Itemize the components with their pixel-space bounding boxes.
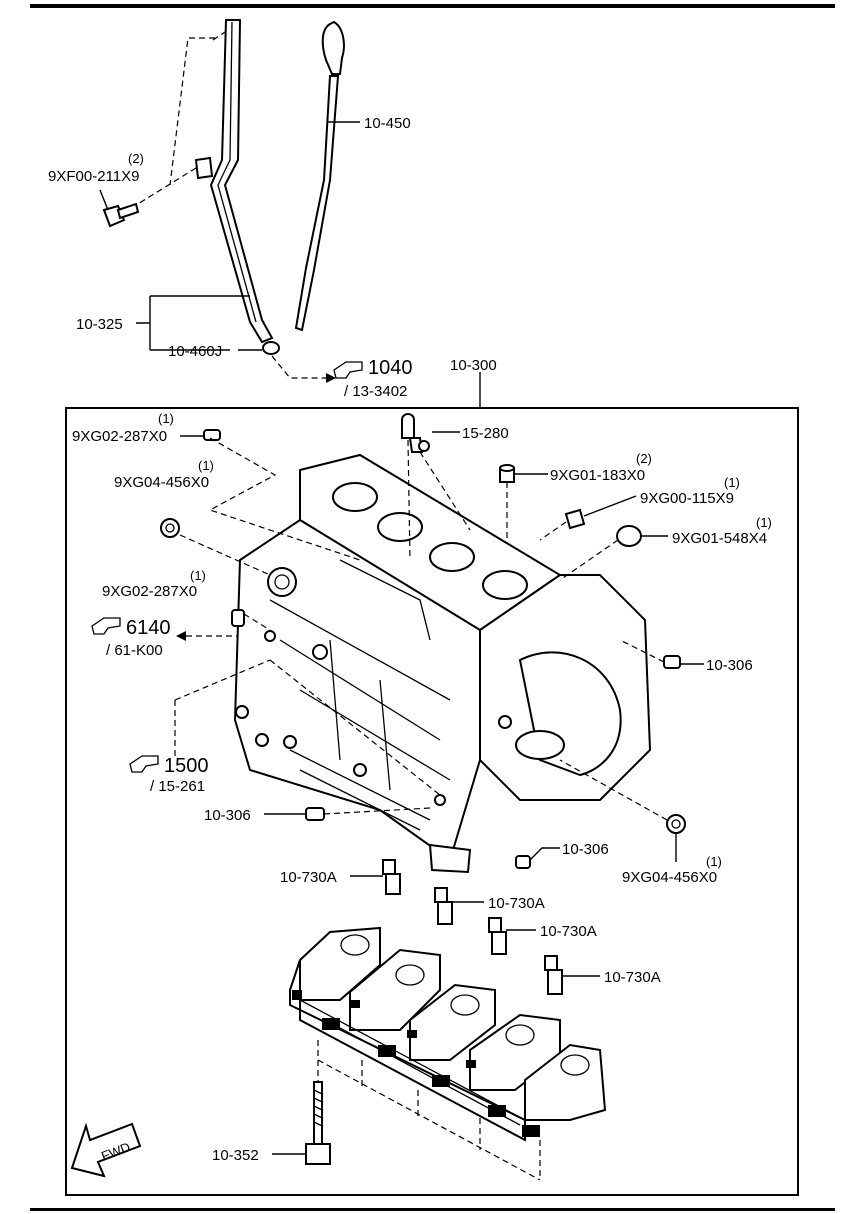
label-pin-right-qty: (1) bbox=[724, 475, 740, 490]
reference-hand-icon bbox=[91, 617, 121, 635]
label-oil-jet-3: 10-730A bbox=[540, 923, 597, 940]
label-oil-jet-4: 10-730A bbox=[604, 969, 661, 986]
pin bbox=[564, 508, 586, 530]
label-plug-right-qty: (1) bbox=[706, 854, 722, 869]
oil-jet bbox=[544, 955, 563, 995]
label-dipstick-tube: 10-325 bbox=[76, 316, 123, 333]
pin bbox=[231, 609, 245, 627]
label-oil-jet-2: 10-730A bbox=[488, 895, 545, 912]
label-cup-plug: 9XG01-548X4 bbox=[672, 530, 767, 547]
label-cylinder-block: 10-300 bbox=[450, 357, 497, 374]
label-dowel-bottom: 10-306 bbox=[562, 841, 609, 858]
dipstick-tube bbox=[194, 19, 274, 344]
label-dowel-top: 9XG01-183X0 bbox=[550, 467, 645, 484]
label-ref-1040: 1040 bbox=[368, 357, 413, 379]
label-ref-1500-sub: / 15-261 bbox=[150, 778, 205, 795]
label-plug-left: 9XG04-456X0 bbox=[114, 474, 209, 491]
label-dowel-left: 10-306 bbox=[204, 807, 251, 824]
main-bolt bbox=[305, 1081, 331, 1165]
label-plug-right: 9XG04-456X0 bbox=[622, 869, 717, 886]
oil-jet bbox=[434, 887, 453, 925]
label-dowel-top-qty: (2) bbox=[636, 451, 652, 466]
label-dipstick: 10-450 bbox=[364, 115, 411, 132]
reference-hand-icon bbox=[333, 361, 363, 379]
label-ref-6140: 6140 bbox=[126, 617, 171, 639]
label-ref-1500: 1500 bbox=[164, 755, 209, 777]
fitting bbox=[401, 413, 430, 453]
label-tube-bolt: 9XF00-211X9 bbox=[48, 168, 139, 185]
dowel bbox=[663, 655, 681, 669]
bottom-border bbox=[30, 1208, 835, 1211]
top-border bbox=[30, 4, 835, 8]
reference-hand-icon bbox=[129, 755, 159, 773]
label-plug-left-qty: (1) bbox=[198, 458, 214, 473]
label-tube-bolt-qty: (2) bbox=[128, 151, 144, 166]
label-oring: 10-460J bbox=[168, 343, 222, 360]
dipstick bbox=[294, 20, 345, 332]
oil-jet bbox=[382, 859, 401, 895]
block-frame bbox=[65, 407, 799, 1196]
oring bbox=[262, 341, 280, 355]
cylinder-block bbox=[233, 453, 652, 874]
label-cup-plug-qty: (1) bbox=[756, 515, 772, 530]
label-main-bolt: 10-352 bbox=[212, 1147, 259, 1164]
cup-plug bbox=[616, 525, 642, 547]
label-pin-left-mid: 9XG02-287X0 bbox=[102, 583, 197, 600]
oil-jet bbox=[488, 917, 507, 955]
label-fitting: 15-280 bbox=[462, 425, 509, 442]
dowel bbox=[515, 855, 531, 869]
dowel bbox=[305, 807, 325, 821]
main-bearing-cap-frame bbox=[289, 926, 607, 1142]
label-pin-left-mid-qty: (1) bbox=[190, 568, 206, 583]
label-pin-left-top-qty: (1) bbox=[158, 411, 174, 426]
label-pin-right: 9XG00-115X9 bbox=[640, 490, 734, 507]
tube-bolt bbox=[102, 202, 140, 228]
label-ref-1040-sub: / 13-3402 bbox=[344, 383, 407, 400]
label-oil-jet-1: 10-730A bbox=[280, 869, 337, 886]
fwd-arrow-icon bbox=[70, 1122, 142, 1178]
label-ref-6140-sub: / 61-K00 bbox=[106, 642, 163, 659]
pin bbox=[203, 429, 221, 441]
label-pin-left-top: 9XG02-287X0 bbox=[72, 428, 167, 445]
label-dowel-right: 10-306 bbox=[706, 657, 753, 674]
plug bbox=[160, 518, 180, 538]
plug bbox=[666, 814, 686, 834]
